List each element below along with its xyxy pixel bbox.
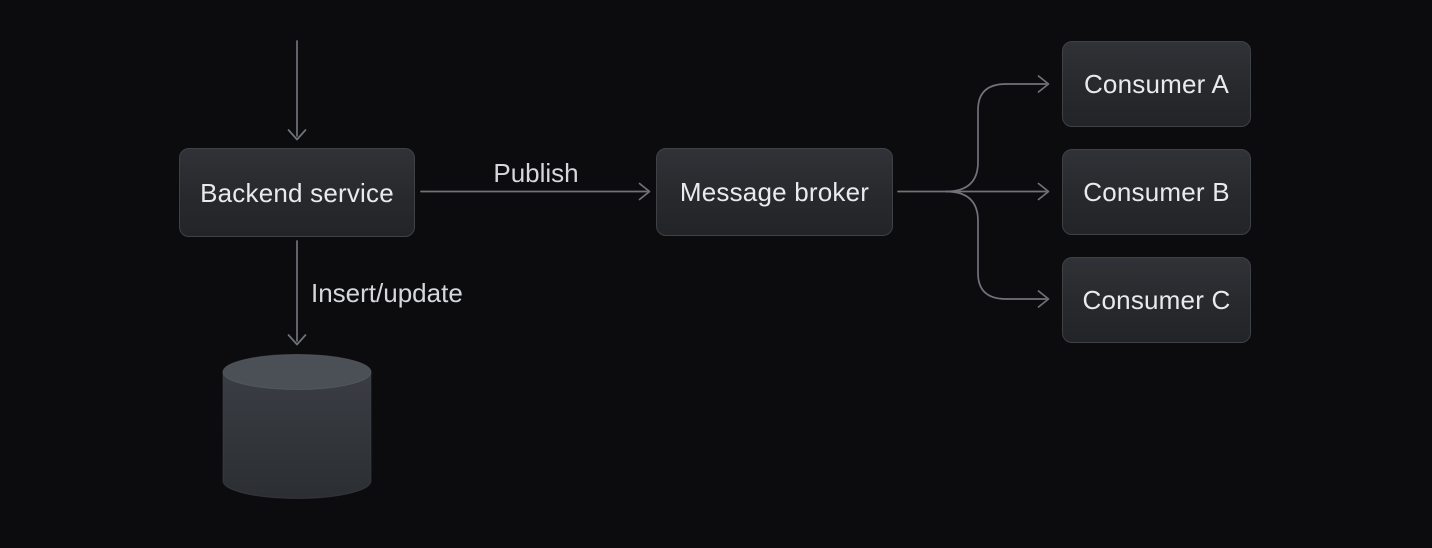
database-cylinder-top — [222, 354, 372, 390]
arrow-right-icon — [638, 182, 651, 201]
edge-label-publish: Publish — [493, 158, 579, 188]
node-consumer-c: Consumer C — [1062, 257, 1251, 343]
node-label: Consumer A — [1083, 69, 1230, 99]
database-cylinder-body — [222, 371, 372, 499]
arrow-right-icon — [1037, 182, 1050, 201]
node-backend-service: Backend service — [179, 148, 415, 237]
node-label: Message broker — [679, 177, 870, 207]
arrow-down-icon — [287, 334, 307, 346]
node-consumer-b: Consumer B — [1062, 149, 1251, 235]
arrow-right-icon — [1037, 75, 1050, 93]
edge-fanout-c-line — [945, 190, 1047, 300]
edge-label-insert-update: Insert/update — [311, 278, 463, 308]
node-label: Backend service — [200, 177, 394, 208]
node-label: Consumer B — [1083, 177, 1230, 207]
database-cylinder-icon — [222, 354, 372, 499]
node-label: Consumer C — [1082, 285, 1231, 315]
node-message-broker: Message broker — [656, 148, 893, 236]
arrow-down-icon — [287, 129, 307, 141]
arrow-right-icon — [1037, 290, 1050, 308]
node-consumer-a: Consumer A — [1062, 41, 1251, 127]
edge-fanout-a-line — [945, 83, 1047, 193]
